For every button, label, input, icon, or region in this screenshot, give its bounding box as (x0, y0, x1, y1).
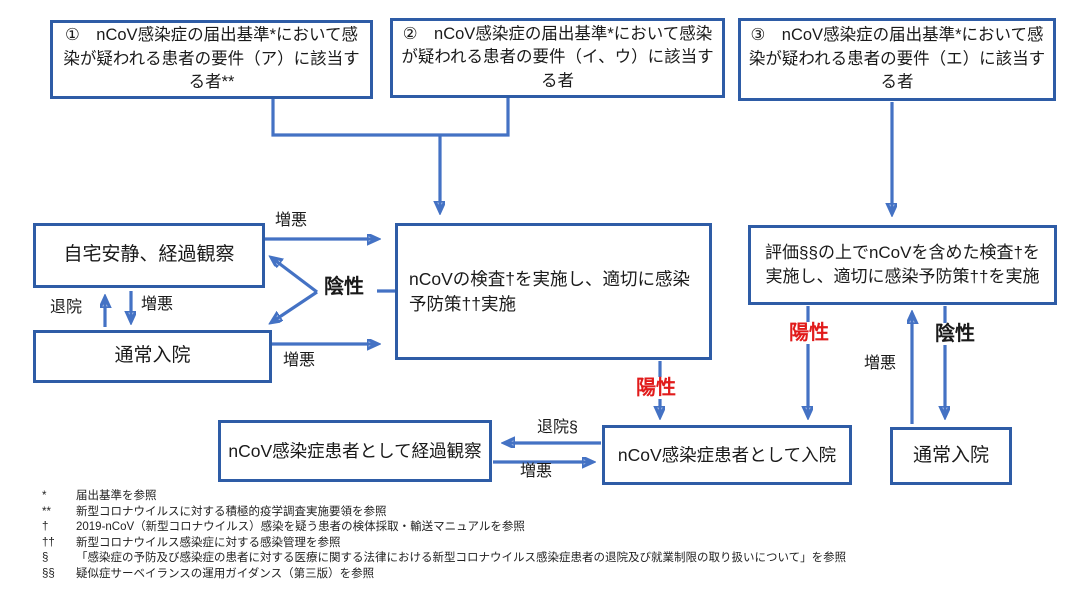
footnote-text: 疑似症サーベイランスの運用ガイダンス（第三版）を参照 (76, 567, 375, 580)
footnote-text: 「感染症の予防及び感染症の患者に対する医療に関する法律における新型コロナウイルス… (76, 552, 847, 565)
label-positive-center: 陽性 (635, 377, 677, 399)
observation-box: nCoV感染症患者として経過観察 (218, 420, 492, 482)
label-discharge-section: 退院§ (537, 419, 578, 436)
label-worsen-top-left: 増悪 (275, 212, 308, 229)
footnote-marker: ** (42, 505, 51, 518)
connector-criteria1-criteria2-merge (271, 98, 510, 137)
label-negative-left: 陰性 (323, 276, 365, 298)
footnote-marker: † (42, 521, 49, 534)
label-negative-right: 陰性 (934, 323, 976, 345)
footnote-row: ** 新型コロナウイルスに対する積極的疫学調査実施要領を参照 (42, 505, 1052, 521)
label-discharge-left: 退院 (50, 299, 83, 316)
label-positive-right: 陽性 (788, 322, 830, 344)
footnote-marker: †† (42, 536, 55, 549)
ncov-admission-box: nCoV感染症患者として入院 (602, 425, 852, 485)
footnote-text: 2019-nCoV（新型コロナウイルス）感染を疑う患者の検体採取・輸送マニュアル… (76, 521, 525, 534)
home-rest-box: 自宅安静、経過観察 (33, 223, 265, 288)
footnote-row: †† 新型コロナウイルス感染症に対する感染管理を参照 (42, 536, 1052, 552)
criteria-box-1: ① nCoV感染症の届出基準*において感染が疑われる患者の要件（ア）に該当する者… (50, 20, 373, 99)
eval-test-box: 評価§§の上でnCoVを含めた検査†を実施し、適切に感染予防策††を実施 (748, 225, 1057, 305)
footnote-text: 届出基準を参照 (76, 490, 157, 502)
label-worsen-bottom-left: 増悪 (283, 352, 316, 369)
normal-admission-right-box: 通常入院 (890, 427, 1012, 485)
criteria-box-2: ② nCoV感染症の届出基準*において感染が疑われる患者の要件（イ、ウ）に該当す… (390, 18, 725, 98)
footnote-text: 新型コロナウイルス感染症に対する感染管理を参照 (76, 536, 341, 549)
footnotes-block: * 届出基準を参照 ** 新型コロナウイルスに対する積極的疫学調査実施要領を参照 †… (42, 489, 1052, 583)
footnote-marker: § (42, 552, 49, 565)
label-worsen-right: 増悪 (864, 355, 897, 372)
ncov-test-box: nCoVの検査†を実施し、適切に感染予防策††実施 (395, 223, 712, 360)
normal-admission-left-box: 通常入院 (33, 330, 272, 383)
footnote-row: § 「感染症の予防及び感染症の患者に対する医療に関する法律における新型コロナウイル… (42, 551, 1052, 567)
arrow-negative-to-normaladm (272, 290, 318, 322)
footnote-marker: §§ (42, 567, 55, 580)
label-worsen-bottom-center: 増悪 (520, 463, 553, 480)
footnote-marker: * (42, 490, 47, 502)
footnote-row: * 届出基準を参照 (42, 489, 1052, 505)
footnote-row: §§ 疑似症サーベイランスの運用ガイダンス（第三版）を参照 (42, 567, 1052, 583)
arrow-negative-to-homerest (272, 258, 318, 294)
label-worsen-mid-left: 増悪 (141, 296, 174, 313)
footnote-text: 新型コロナウイルスに対する積極的疫学調査実施要領を参照 (76, 505, 387, 518)
footnote-row: † 2019-nCoV（新型コロナウイルス）感染を疑う患者の検体採取・輸送マニュア… (42, 520, 1052, 536)
criteria-box-3: ③ nCoV感染症の届出基準*において感染が疑われる患者の要件（エ）に該当する者 (738, 18, 1056, 101)
